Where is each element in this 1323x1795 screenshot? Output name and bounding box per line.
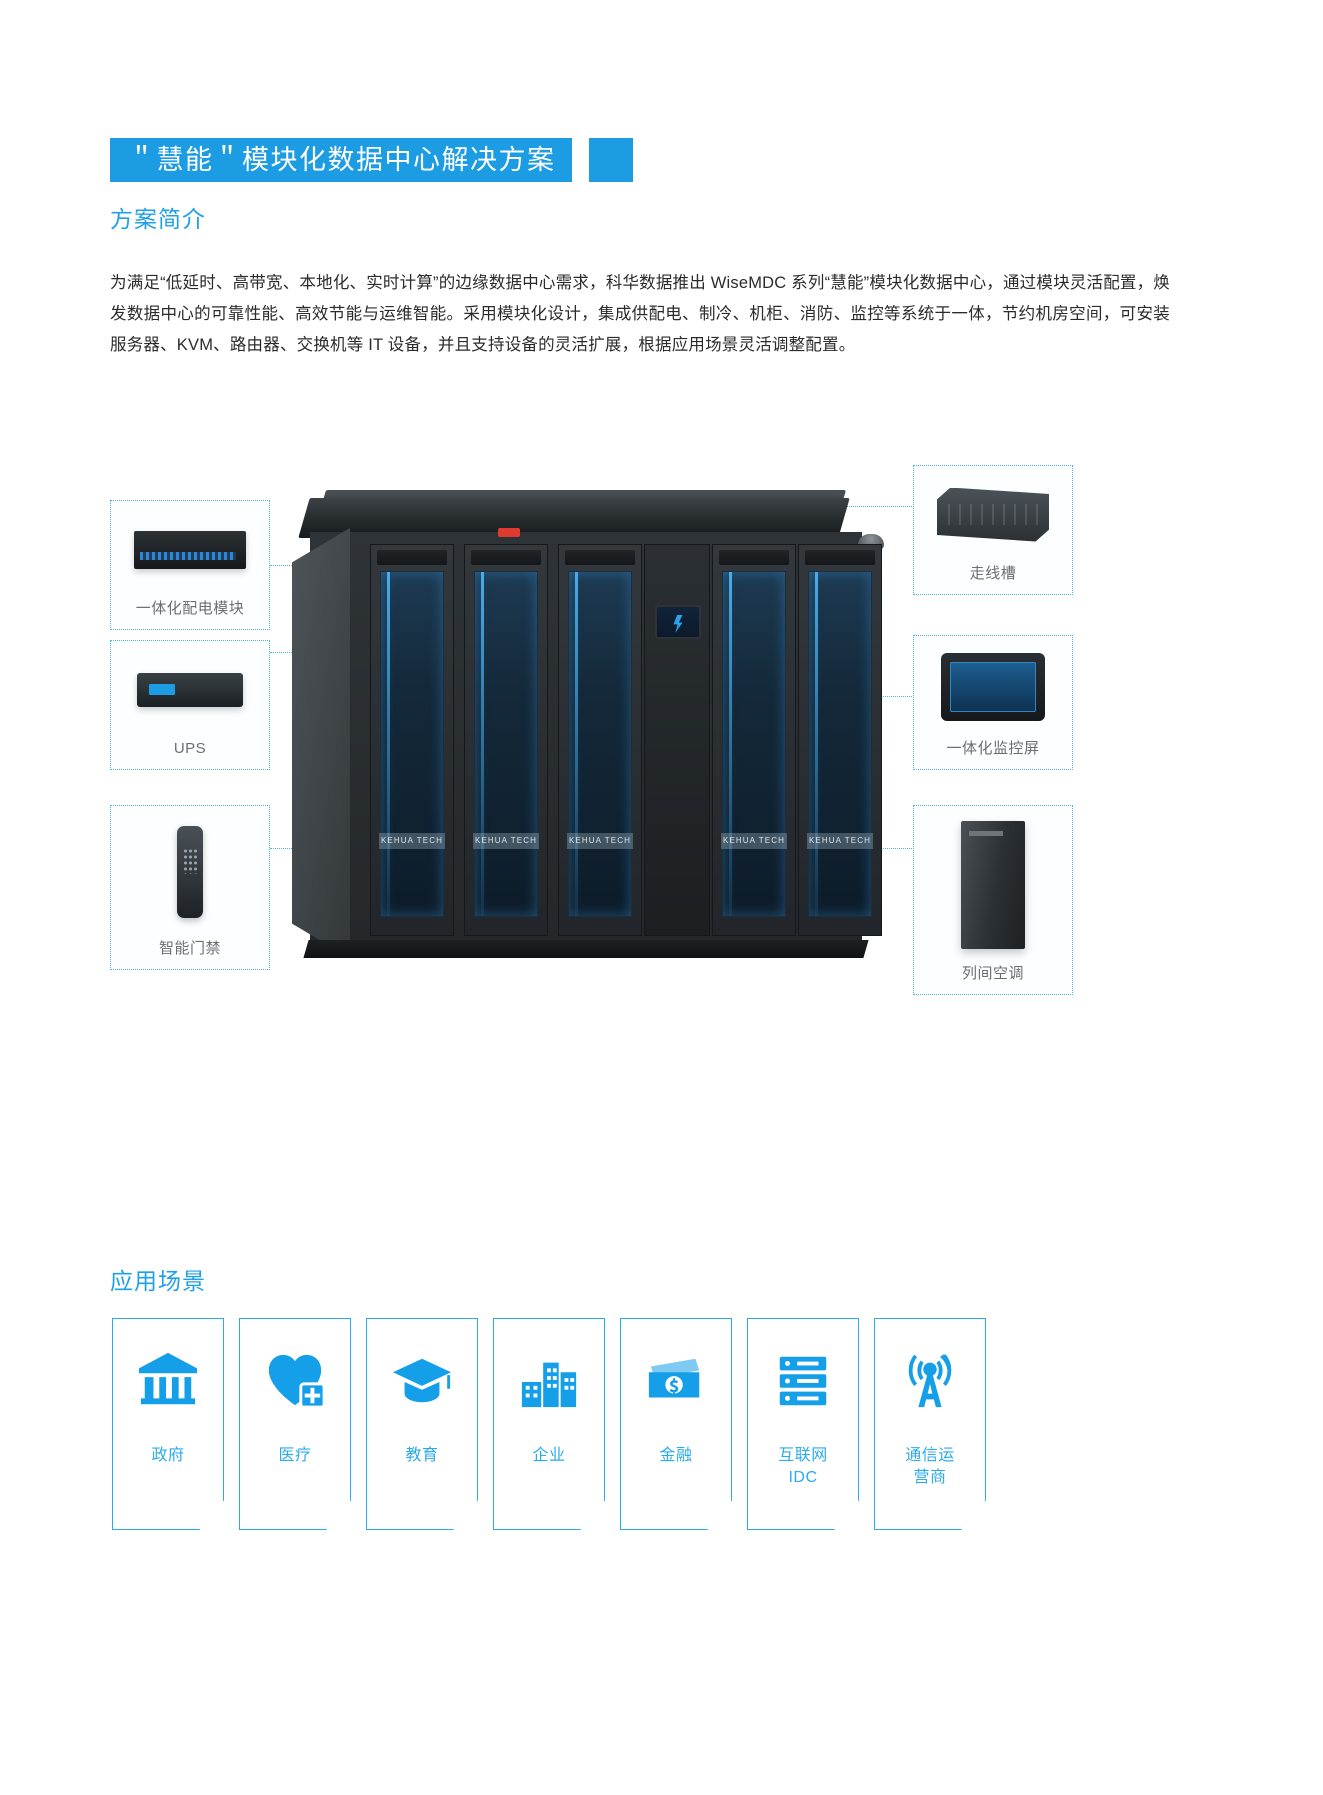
enterprise-icon (518, 1349, 580, 1411)
page-title: ＂慧能＂模块化数据中心解决方案 (110, 138, 572, 182)
emergency-button (498, 528, 520, 537)
cabinet-header (565, 550, 635, 565)
callout-label: 一体化监控屏 (946, 740, 1040, 757)
cabinet-glass-door (474, 571, 538, 917)
scenario-card-list: 政府 医疗 教育 企业 金融 (112, 1318, 1222, 1530)
page-title-bar: ＂慧能＂模块化数据中心解决方案 (110, 138, 633, 182)
cabinet-brand: KEHUA TECH (379, 833, 445, 849)
access-control-thumbnail (111, 806, 269, 938)
connector-line (270, 652, 292, 653)
cable-tray-thumbnail (914, 466, 1072, 563)
cabinet-header (377, 550, 447, 565)
pdu-thumbnail (111, 501, 269, 598)
scenario-label: 教育 (405, 1447, 439, 1464)
title-accent-square (588, 138, 633, 182)
connector-line (836, 506, 914, 507)
rack-side-panel (292, 528, 350, 958)
callout-monitor-screen: 一体化监控屏 (913, 635, 1073, 770)
callout-label: 走线槽 (969, 565, 1017, 582)
scenario-label: 医疗 (278, 1447, 312, 1464)
scenario-label: 政府 (151, 1447, 185, 1464)
scenario-label: 通信运 营商 (905, 1447, 955, 1486)
section-heading-intro: 方案简介 (110, 206, 206, 232)
scenario-label: 企业 (532, 1447, 566, 1464)
door-lock-icon (177, 826, 203, 918)
telecom-icon (899, 1349, 961, 1411)
cabinet-brand: KEHUA TECH (721, 833, 787, 849)
finance-icon (645, 1349, 707, 1411)
connector-line (270, 565, 296, 566)
government-icon (137, 1349, 199, 1411)
rack-cabinet: KEHUA TECH (712, 544, 796, 936)
cabinet-glass-door (380, 571, 444, 917)
cabinet-brand: KEHUA TECH (473, 833, 539, 849)
inrow-ac-thumbnail (914, 806, 1072, 963)
product-diagram: KEHUA TECH KEHUA TECH KEHUA TECH KEHUA T… (0, 440, 1323, 1060)
scenario-label: 互联网 IDC (778, 1447, 828, 1486)
pdu-module-icon (134, 530, 246, 569)
callout-pdu: 一体化配电模块 (110, 500, 270, 630)
rack-base (303, 940, 869, 958)
cabinet-header (471, 550, 541, 565)
callout-label: UPS (173, 740, 207, 757)
power-control-column (644, 544, 710, 936)
ups-icon (137, 672, 243, 707)
cabinet-glass-door (568, 571, 632, 917)
healthcare-icon (264, 1349, 326, 1411)
cabinet-header (719, 550, 789, 565)
callout-access-control: 智能门禁 (110, 805, 270, 970)
monitor-screen-icon (941, 653, 1045, 721)
scenario-card-enterprise[interactable]: 企业 (493, 1318, 605, 1530)
rack-cabinet: KEHUA TECH (558, 544, 642, 936)
cabinet-brand: KEHUA TECH (807, 833, 873, 849)
cabinet-glass-door (808, 571, 872, 917)
cabinet-glass-door (722, 571, 786, 917)
cabinet-header (805, 550, 875, 565)
cable-tray-icon (937, 487, 1049, 542)
callout-ups: UPS (110, 640, 270, 770)
scenario-card-education[interactable]: 教育 (366, 1318, 478, 1530)
monitor-thumbnail (914, 636, 1072, 738)
callout-cable-tray: 走线槽 (913, 465, 1073, 595)
connector-line (270, 848, 302, 849)
scenario-card-finance[interactable]: 金融 (620, 1318, 732, 1530)
rack-cabinet: KEHUA TECH (798, 544, 882, 936)
scenario-card-telecom[interactable]: 通信运 营商 (874, 1318, 986, 1530)
power-indicator-panel (655, 605, 701, 639)
scenario-label: 金融 (659, 1447, 693, 1464)
air-conditioner-icon (961, 820, 1025, 949)
education-icon (391, 1349, 453, 1411)
intro-paragraph: 为满足“低延时、高带宽、本地化、实时计算”的边缘数据中心需求，科华数据推出 Wi… (110, 274, 1170, 354)
scenario-card-internet-idc[interactable]: 互联网 IDC (747, 1318, 859, 1530)
scenario-card-government[interactable]: 政府 (112, 1318, 224, 1530)
callout-label: 一体化配电模块 (135, 600, 245, 617)
section-heading-scenario: 应用场景 (110, 1268, 206, 1294)
rack-illustration: KEHUA TECH KEHUA TECH KEHUA TECH KEHUA T… (292, 488, 892, 998)
internet-idc-icon (772, 1349, 834, 1411)
rack-cabinet: KEHUA TECH (370, 544, 454, 936)
callout-label: 列间空调 (961, 965, 1024, 982)
cabinet-brand: KEHUA TECH (567, 833, 633, 849)
callout-inrow-ac: 列间空调 (913, 805, 1073, 995)
ups-thumbnail (111, 641, 269, 738)
scenario-card-healthcare[interactable]: 医疗 (239, 1318, 351, 1530)
rack-cabinet: KEHUA TECH (464, 544, 548, 936)
callout-label: 智能门禁 (158, 940, 221, 957)
